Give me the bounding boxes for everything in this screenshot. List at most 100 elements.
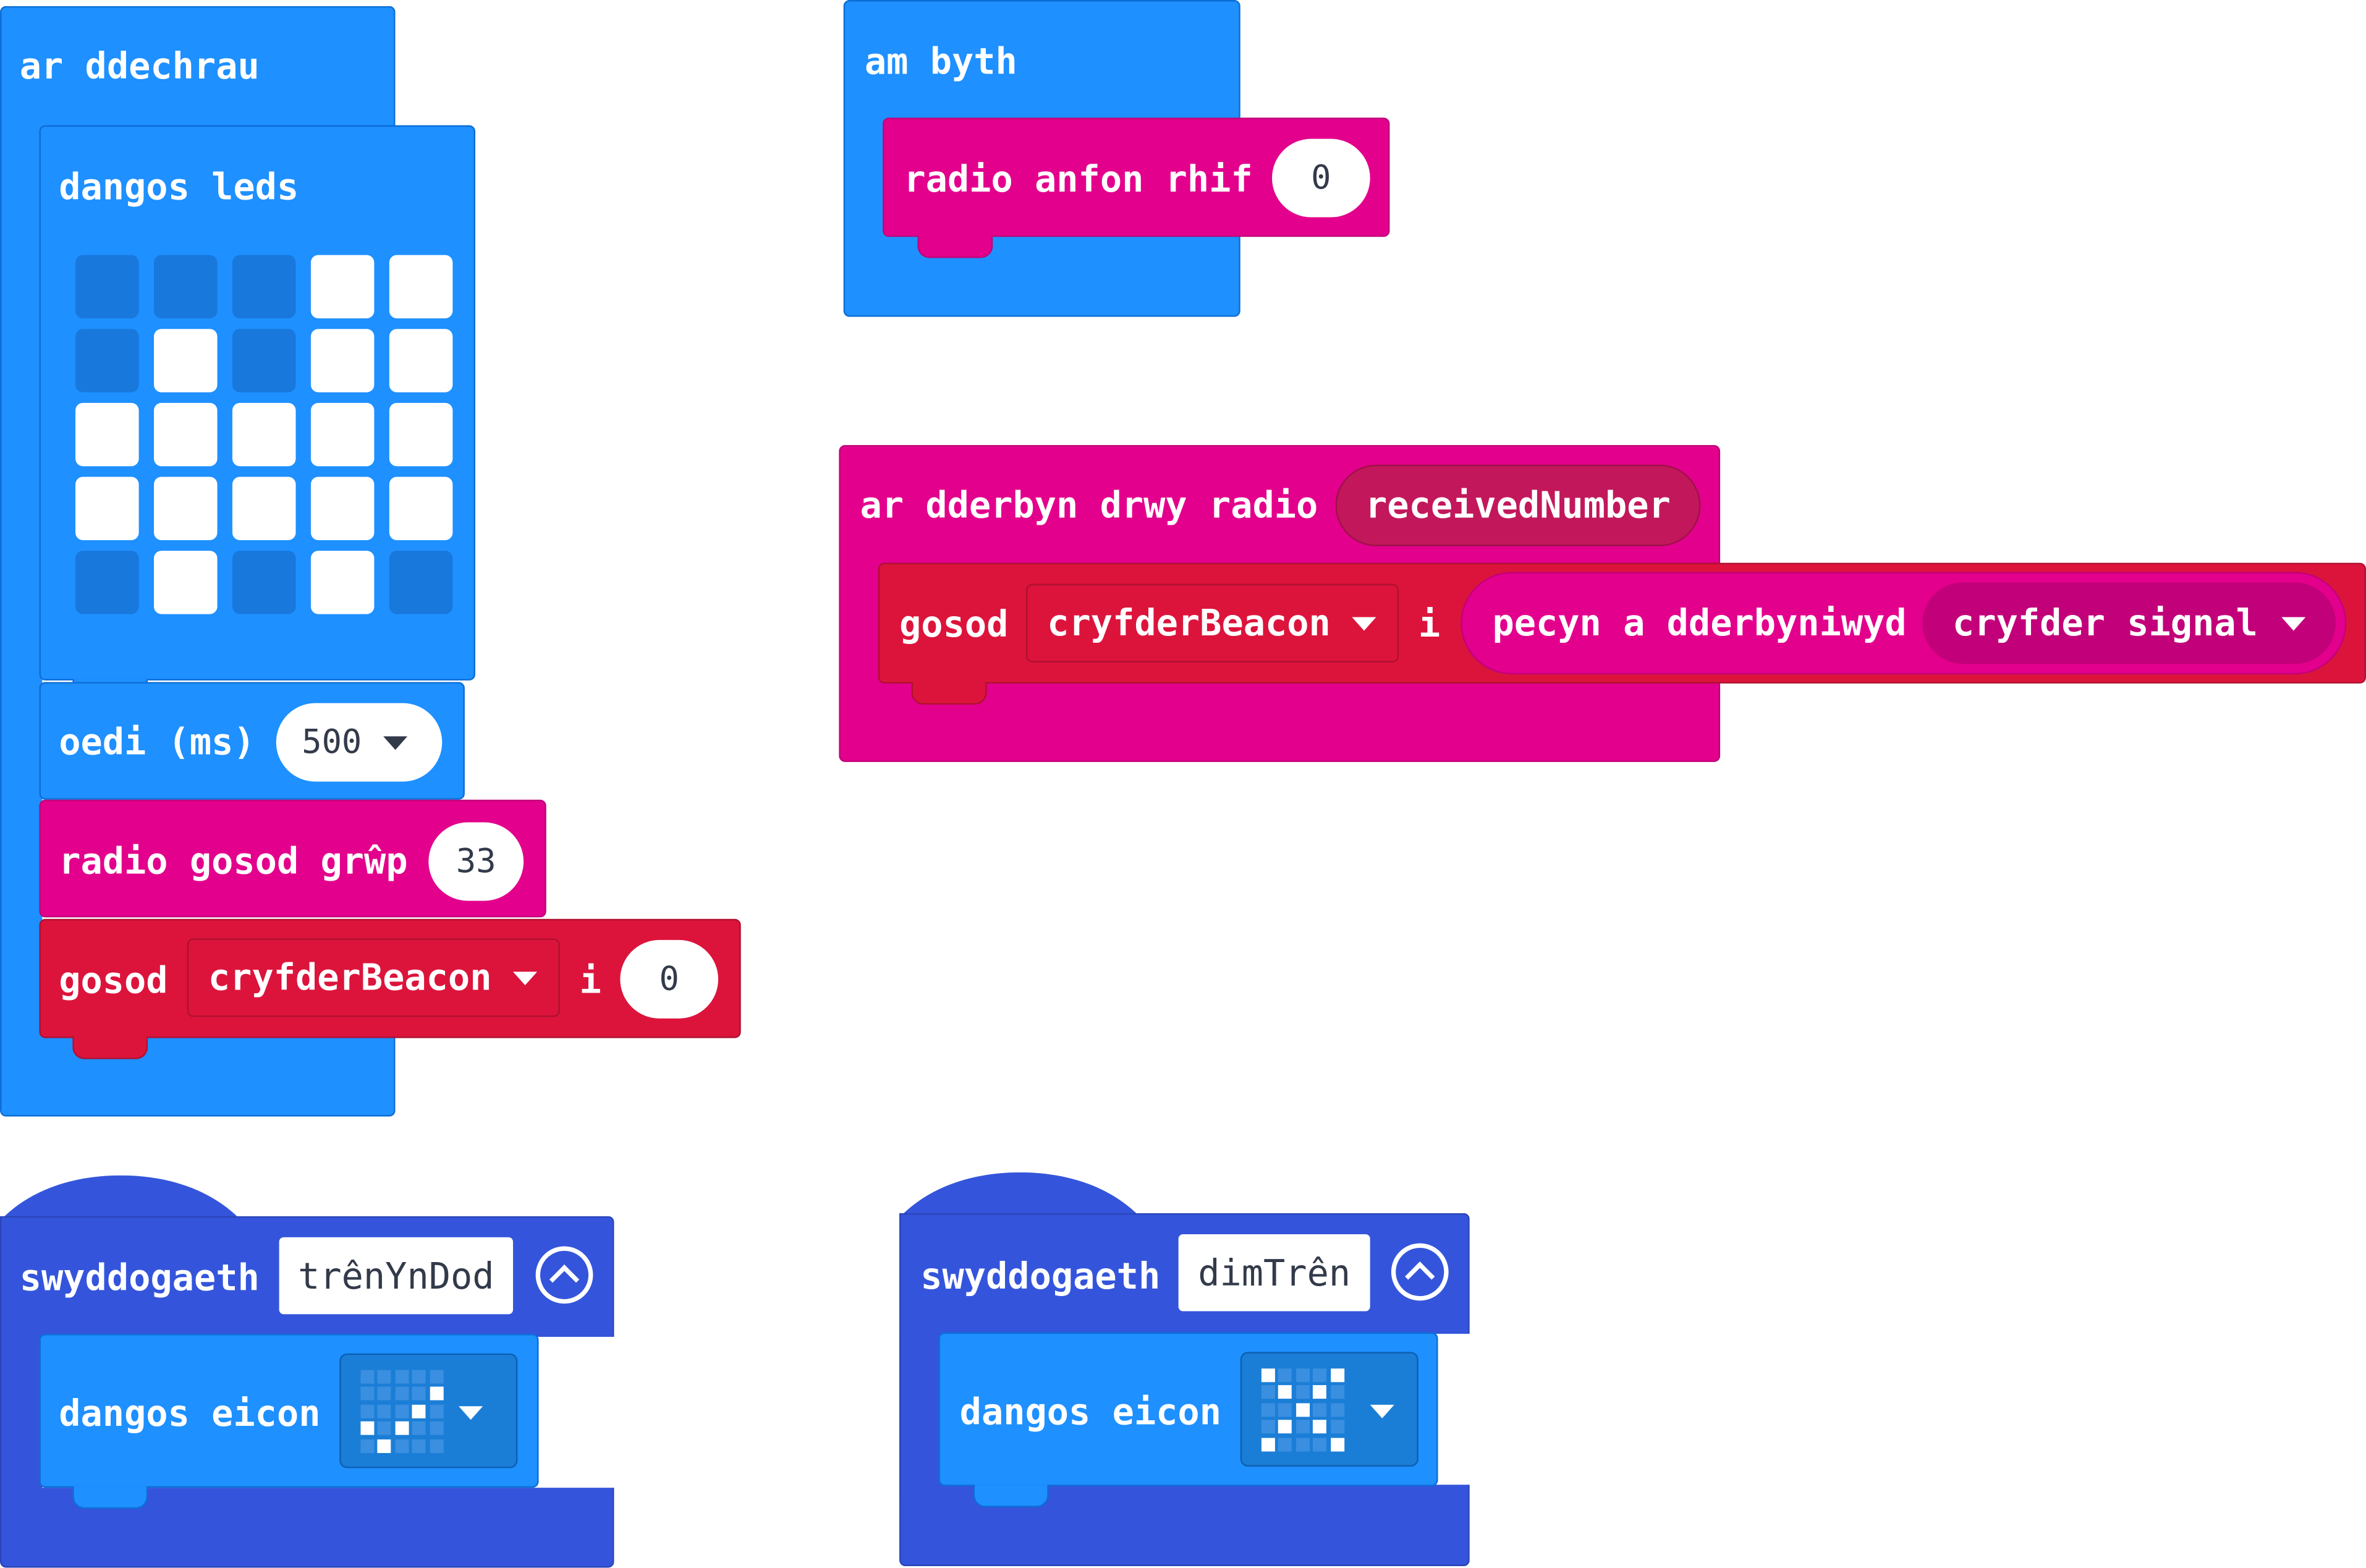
- function-name-field-2[interactable]: dimTrên: [1178, 1234, 1370, 1312]
- icon-pixel: [1330, 1420, 1344, 1434]
- icon-pixel: [1313, 1386, 1327, 1400]
- led-cell[interactable]: [75, 551, 139, 614]
- set-value-input[interactable]: 0: [620, 939, 719, 1019]
- icon-dropdown-2[interactable]: [1240, 1352, 1418, 1467]
- icon-pixel: [429, 1404, 443, 1418]
- radio-send-input[interactable]: 0: [1272, 138, 1370, 218]
- icon-pixel: [1330, 1386, 1344, 1400]
- show-leds-label: dangos leds: [59, 166, 299, 208]
- led-cell[interactable]: [310, 477, 375, 540]
- show-icon-notch-1: [72, 1486, 148, 1509]
- icon-pixel: [1261, 1368, 1275, 1383]
- icon-pixel: [1278, 1420, 1292, 1434]
- to-label: i: [579, 959, 601, 1002]
- icon-pixel: [1295, 1420, 1310, 1434]
- icon-pixel: [1313, 1437, 1327, 1451]
- chevron-down-icon: [2281, 616, 2307, 630]
- icon-pixel: [1261, 1437, 1275, 1451]
- icon-pixel: [395, 1404, 409, 1418]
- led-cell[interactable]: [232, 402, 296, 467]
- icon-dropdown-1[interactable]: [339, 1353, 518, 1468]
- function-name-field-1[interactable]: trênYnDod: [279, 1237, 514, 1315]
- on-start-footer: [0, 1035, 396, 1117]
- on-start-hat[interactable]: [0, 6, 396, 130]
- icon-pixel: [378, 1370, 392, 1384]
- led-cell[interactable]: [310, 255, 375, 319]
- led-cell[interactable]: [310, 402, 375, 467]
- to-label-2: i: [1418, 603, 1441, 646]
- pause-label: oedi (ms): [59, 721, 255, 764]
- variable-dropdown-2[interactable]: cryfderBeacon: [1026, 583, 1399, 663]
- led-cell[interactable]: [75, 477, 139, 540]
- on-start-label: ar ddechrau: [19, 45, 260, 88]
- icon-pixel: [412, 1404, 426, 1418]
- radio-group-input[interactable]: 33: [428, 822, 524, 901]
- led-cell[interactable]: [154, 329, 218, 392]
- icon-pixel: [378, 1387, 392, 1401]
- icon-pixel: [1313, 1368, 1327, 1383]
- function-cap-2: [899, 1172, 1141, 1218]
- icon-pixel: [429, 1370, 443, 1384]
- variable-dropdown[interactable]: cryfderBeacon: [187, 938, 560, 1017]
- packet-property-value: cryfder signal: [1953, 602, 2258, 645]
- received-number-param[interactable]: receivedNumber: [1335, 464, 1701, 546]
- icon-pixel: [1313, 1402, 1327, 1417]
- led-cell[interactable]: [389, 255, 453, 319]
- icon-pixel: [378, 1422, 392, 1436]
- icon-pixel: [1295, 1437, 1310, 1451]
- led-cell[interactable]: [154, 551, 218, 614]
- led-cell[interactable]: [75, 402, 139, 467]
- led-cell[interactable]: [232, 551, 296, 614]
- icon-pixel: [360, 1387, 375, 1401]
- set-label-2: gosod: [899, 603, 1009, 646]
- icon-pixel: [412, 1422, 426, 1436]
- icon-pixel: [360, 1422, 375, 1436]
- received-packet-label: pecyn a dderbyniwyd: [1492, 602, 1907, 645]
- icon-pixel: [412, 1370, 426, 1384]
- icon-pixel: [395, 1387, 409, 1401]
- on-received-label: ar dderbyn drwy radio: [860, 484, 1318, 527]
- function-keyword-1: swyddogaeth: [19, 1257, 260, 1299]
- function-cap-1: [0, 1175, 242, 1221]
- chevron-down-icon: [512, 970, 537, 985]
- function-spine-1: [0, 1334, 43, 1500]
- led-cell[interactable]: [232, 255, 296, 319]
- icon-pixel: [1261, 1402, 1275, 1417]
- show-icon-label-2: dangos eicon: [959, 1391, 1221, 1434]
- forever-label: am byth: [864, 40, 1017, 83]
- function-spine-2: [899, 1331, 942, 1497]
- led-cell[interactable]: [154, 477, 218, 540]
- icon-pixel: [429, 1387, 443, 1401]
- led-cell[interactable]: [154, 255, 218, 319]
- show-icon-label-1: dangos eicon: [59, 1392, 321, 1435]
- led-cell[interactable]: [232, 329, 296, 392]
- icon-pixel: [378, 1404, 392, 1418]
- led-cell[interactable]: [389, 551, 453, 614]
- led-cell[interactable]: [389, 402, 453, 467]
- led-cell[interactable]: [75, 255, 139, 319]
- led-cell[interactable]: [154, 402, 218, 467]
- packet-property-dropdown[interactable]: cryfder signal: [1922, 582, 2336, 664]
- led-cell[interactable]: [389, 477, 453, 540]
- variable-name: cryfderBeacon: [208, 956, 492, 999]
- show-icon-notch-2: [973, 1485, 1049, 1507]
- radio-send-label: radio anfon rhif: [904, 158, 1253, 201]
- pause-dropdown[interactable]: 500: [276, 703, 443, 782]
- icon-pixel: [1295, 1368, 1310, 1383]
- icon-pixel: [1295, 1386, 1310, 1400]
- pause-value: 500: [302, 723, 362, 761]
- led-cell[interactable]: [232, 477, 296, 540]
- icon-pixel: [1278, 1402, 1292, 1417]
- icon-pixel: [1295, 1402, 1310, 1417]
- collapse-up-icon[interactable]: [535, 1246, 593, 1304]
- led-cell[interactable]: [310, 329, 375, 392]
- chevron-down-icon: [1352, 616, 1376, 630]
- icon-pixel: [395, 1439, 409, 1452]
- led-cell[interactable]: [310, 551, 375, 614]
- led-cell[interactable]: [75, 329, 139, 392]
- icon-pixel: [412, 1387, 426, 1401]
- led-cell[interactable]: [389, 329, 453, 392]
- collapse-up-icon[interactable]: [1391, 1243, 1449, 1301]
- icon-pixel: [360, 1370, 375, 1384]
